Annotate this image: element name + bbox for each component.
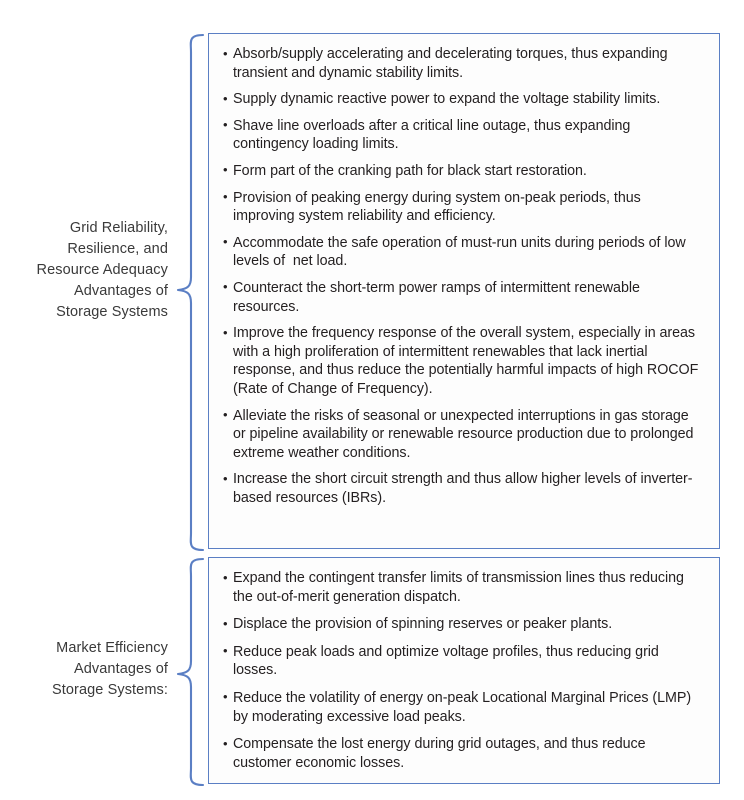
content-box-market-efficiency: Expand the contingent transfer limits of…: [208, 557, 720, 784]
category-label-market-efficiency: Market Efficiency Advantages of Storage …: [51, 640, 168, 698]
list-item: Form part of the cranking path for black…: [223, 161, 705, 181]
list-item: Improve the frequency response of the ov…: [223, 324, 705, 398]
bullet-list-market-efficiency: Expand the contingent transfer limits of…: [223, 568, 705, 772]
list-item: Provision of peaking energy during syste…: [223, 188, 705, 226]
category-label-grid-reliability: Grid Reliability, Resilience, and Resour…: [36, 220, 168, 320]
brace-icon-group-2: [176, 557, 205, 787]
bullet-list-grid-reliability: Absorb/supply accelerating and decelerat…: [223, 44, 705, 507]
list-item: Increase the short circuit strength and …: [223, 470, 705, 507]
list-item: Displace the provision of spinning reser…: [223, 615, 705, 634]
list-item: Absorb/supply accelerating and decelerat…: [223, 44, 705, 82]
list-item: Reduce the volatility of energy on-peak …: [223, 688, 705, 726]
content-box-grid-reliability: Absorb/supply accelerating and decelerat…: [208, 33, 720, 549]
list-item: Reduce peak loads and optimize voltage p…: [223, 642, 705, 680]
list-item: Shave line overloads after a critical li…: [223, 116, 705, 154]
list-item: Supply dynamic reactive power to expand …: [223, 90, 705, 109]
list-item: Accommodate the safe operation of must-r…: [223, 233, 705, 271]
list-item: Expand the contingent transfer limits of…: [223, 568, 705, 606]
list-item: Counteract the short-term power ramps of…: [223, 278, 705, 316]
list-item: Alleviate the risks of seasonal or unexp…: [223, 406, 705, 463]
brace-icon-group-1: [176, 33, 205, 552]
list-item: Compensate the lost energy during grid o…: [223, 735, 705, 772]
